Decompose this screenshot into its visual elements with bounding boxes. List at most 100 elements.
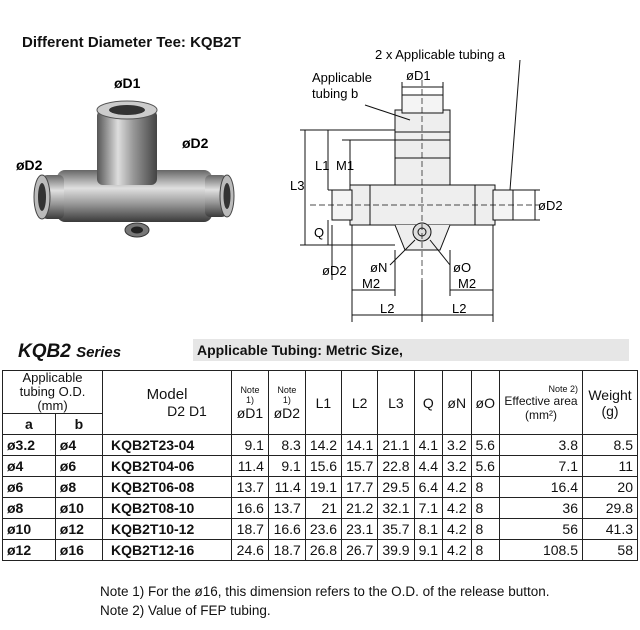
photo-label-d1: øD1 bbox=[114, 75, 141, 91]
header-model-sub: D2 D1 bbox=[167, 403, 207, 419]
header-n: øN bbox=[442, 370, 472, 435]
cell-l1: 14.2 bbox=[304, 434, 343, 456]
cell-l1: 23.6 bbox=[304, 518, 343, 540]
cell-b: ø4 bbox=[54, 434, 104, 456]
cell-o: 8 bbox=[470, 476, 500, 498]
cell-q: 8.1 bbox=[413, 518, 444, 540]
cell-area: 56 bbox=[499, 518, 583, 540]
cell-weight: 11 bbox=[582, 455, 638, 477]
cell-weight: 8.5 bbox=[582, 434, 638, 456]
cell-a: ø12 bbox=[2, 539, 56, 561]
cell-d1: 18.7 bbox=[231, 518, 269, 540]
cell-a: ø3.2 bbox=[2, 434, 56, 456]
header-note1-b: Note 1) bbox=[277, 384, 297, 405]
label-m2-left: M2 bbox=[362, 276, 380, 291]
label-l2-left: L2 bbox=[380, 301, 394, 316]
cell-d1: 11.4 bbox=[231, 455, 269, 477]
header-l1: L1 bbox=[304, 370, 343, 435]
cell-d2: 18.7 bbox=[267, 539, 306, 561]
note-1: Note 1) For the ø16, this dimension refe… bbox=[100, 584, 550, 599]
spec-table: Applicable tubing O.D. (mm) Model D2 D1 … bbox=[2, 370, 638, 561]
label-l3: L3 bbox=[290, 178, 304, 193]
cell-d2: 16.6 bbox=[267, 518, 306, 540]
cell-weight: 20 bbox=[582, 476, 638, 498]
label-d2-left: øD2 bbox=[322, 263, 347, 278]
cell-b: ø8 bbox=[54, 476, 104, 498]
header-effective-area-label: Effective area (mm²) bbox=[504, 393, 578, 422]
header-l3: L3 bbox=[377, 370, 415, 435]
photo-label-d2-right: øD2 bbox=[182, 135, 209, 151]
header-q: Q bbox=[413, 370, 444, 435]
cell-l1: 21 bbox=[304, 497, 343, 519]
header-d2-label: øD2 bbox=[273, 404, 301, 421]
cell-n: 4.2 bbox=[442, 539, 472, 561]
header-l2: L2 bbox=[341, 370, 379, 435]
table-caption: Applicable Tubing: Metric Size, bbox=[193, 339, 629, 361]
product-photo: øD1 øD2 øD2 bbox=[16, 70, 252, 270]
cell-l2: 21.2 bbox=[341, 497, 379, 519]
cell-d1: 9.1 bbox=[231, 434, 269, 456]
header-effective-area: Note 2) Effective area (mm²) bbox=[499, 370, 583, 435]
label-l2-right: L2 bbox=[452, 301, 466, 316]
cell-n: 4.2 bbox=[442, 518, 472, 540]
header-weight: Weight (g) bbox=[582, 370, 638, 435]
cell-l2: 23.1 bbox=[341, 518, 379, 540]
cell-a: ø6 bbox=[2, 476, 56, 498]
cell-weight: 29.8 bbox=[582, 497, 638, 519]
label-m2-right: M2 bbox=[458, 276, 476, 291]
header-tubing-od: Applicable tubing O.D. (mm) bbox=[2, 370, 103, 414]
cell-d1: 24.6 bbox=[231, 539, 269, 561]
cell-n: 3.2 bbox=[442, 455, 472, 477]
header-d1: Note 1) øD1 bbox=[231, 370, 269, 435]
photo-label-d2-left: øD2 bbox=[16, 157, 43, 173]
cell-d2: 9.1 bbox=[267, 455, 306, 477]
header-model-label: Model bbox=[146, 386, 188, 403]
cell-d2: 11.4 bbox=[267, 476, 306, 498]
cell-area: 108.5 bbox=[499, 539, 583, 561]
header-o: øO bbox=[470, 370, 500, 435]
cell-area: 36 bbox=[499, 497, 583, 519]
cell-l3: 35.7 bbox=[377, 518, 415, 540]
cell-b: ø10 bbox=[54, 497, 104, 519]
note-2: Note 2) Value of FEP tubing. bbox=[100, 603, 271, 618]
cell-weight: 58 bbox=[582, 539, 638, 561]
label-q: Q bbox=[314, 225, 324, 240]
cell-area: 3.8 bbox=[499, 434, 583, 456]
cell-weight: 41.3 bbox=[582, 518, 638, 540]
cell-model: KQB2T23-04 bbox=[102, 434, 232, 456]
cell-q: 4.1 bbox=[413, 434, 444, 456]
cell-l1: 19.1 bbox=[304, 476, 343, 498]
cell-b: ø16 bbox=[54, 539, 104, 561]
cell-q: 9.1 bbox=[413, 539, 444, 561]
cell-area: 16.4 bbox=[499, 476, 583, 498]
cell-model: KQB2T04-06 bbox=[102, 455, 232, 477]
cell-area: 7.1 bbox=[499, 455, 583, 477]
series-name: KQB2 bbox=[18, 341, 71, 362]
cell-n: 4.2 bbox=[442, 476, 472, 498]
label-m1: M1 bbox=[336, 158, 354, 173]
label-o: øO bbox=[453, 260, 471, 275]
cell-d1: 13.7 bbox=[231, 476, 269, 498]
cell-l2: 26.7 bbox=[341, 539, 379, 561]
label-tubing-a: 2 x Applicable tubing a bbox=[375, 47, 506, 62]
cell-l2: 15.7 bbox=[341, 455, 379, 477]
cell-d1: 16.6 bbox=[231, 497, 269, 519]
cell-l3: 21.1 bbox=[377, 434, 415, 456]
header-a: a bbox=[2, 413, 56, 435]
cell-l3: 29.5 bbox=[377, 476, 415, 498]
cell-b: ø12 bbox=[54, 518, 104, 540]
header-d1-label: øD1 bbox=[236, 404, 264, 421]
cell-a: ø8 bbox=[2, 497, 56, 519]
label-l1: L1 bbox=[315, 158, 329, 173]
header-note2: Note 2) bbox=[548, 383, 578, 394]
cell-a: ø10 bbox=[2, 518, 56, 540]
cell-o: 8 bbox=[470, 518, 500, 540]
cell-q: 6.4 bbox=[413, 476, 444, 498]
header-model: Model D2 D1 bbox=[102, 370, 232, 435]
cell-n: 4.2 bbox=[442, 497, 472, 519]
cell-q: 7.1 bbox=[413, 497, 444, 519]
